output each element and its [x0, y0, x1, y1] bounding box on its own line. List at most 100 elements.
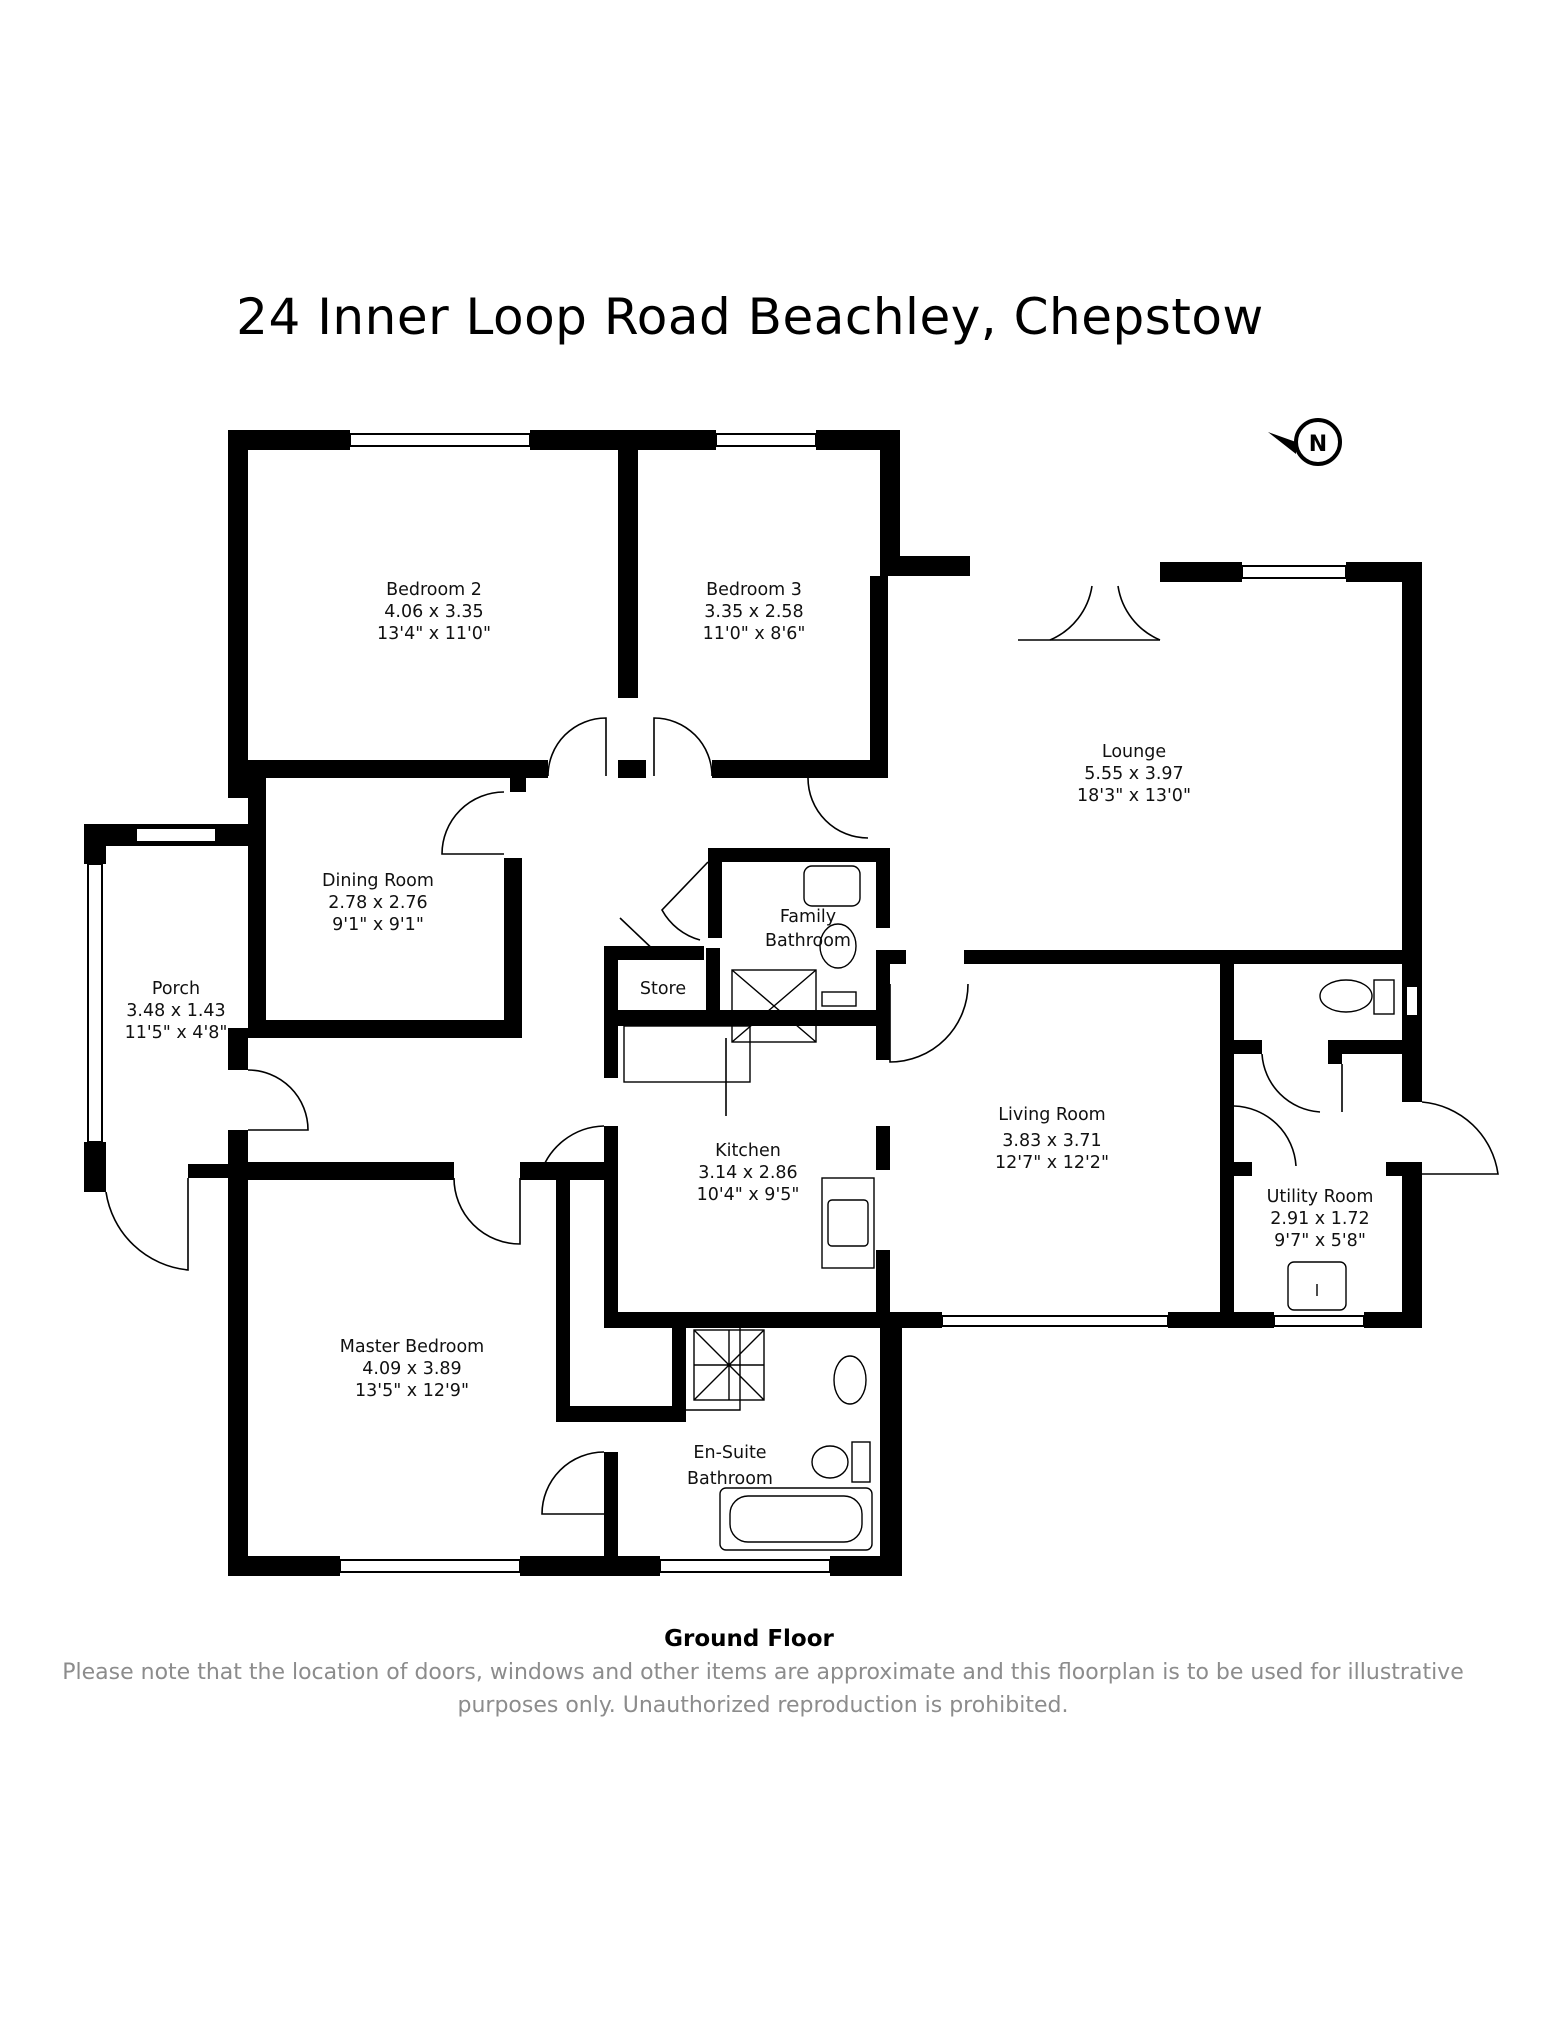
- disclaimer-text: Please note that the location of doors, …: [62, 1660, 1464, 1718]
- wall-segment: [520, 1556, 660, 1576]
- bedroom2-metric: 4.06 x 3.35: [384, 602, 483, 622]
- window: [1405, 985, 1419, 1017]
- porch-name: Porch: [152, 979, 200, 999]
- wall-segment: [1386, 1162, 1422, 1176]
- door-swing: [1421, 1101, 1499, 1175]
- dining-metric: 2.78 x 2.76: [328, 893, 427, 913]
- wall-segment: [228, 1028, 248, 1070]
- wall-segment: [816, 430, 900, 450]
- toilet-cistern: [1373, 979, 1395, 1015]
- toilet-icon: [1319, 979, 1373, 1013]
- wall-segment: [84, 1142, 106, 1192]
- walls: [84, 430, 1422, 1576]
- bath-icon: [719, 1487, 873, 1551]
- living-imperial: 12'7" x 12'2": [995, 1153, 1109, 1173]
- wall-segment: [228, 1556, 340, 1576]
- ensuite-cistern: [851, 1441, 871, 1483]
- wall-segment: [870, 576, 888, 776]
- ensuite-name-2: Bathroom: [687, 1469, 773, 1489]
- lounge-metric: 5.55 x 3.97: [1084, 764, 1183, 784]
- wall-segment: [248, 778, 266, 1038]
- shower-screen: [672, 1312, 741, 1411]
- wall-segment: [1402, 562, 1422, 1040]
- wall-segment: [520, 1162, 604, 1180]
- wall-segment: [228, 430, 350, 450]
- kitchen-imperial: 10'4" x 9'5": [697, 1185, 800, 1205]
- wall-segment: [876, 1312, 942, 1328]
- wall-segment: [1402, 1166, 1422, 1328]
- compass: N: [1268, 418, 1342, 466]
- ensuite-toilet-icon: [811, 1445, 849, 1479]
- window: [87, 863, 103, 1143]
- wall-segment: [188, 1164, 234, 1178]
- wall-segment: [1220, 1312, 1274, 1328]
- bedroom3-name: Bedroom 3: [706, 580, 802, 600]
- door-swing: [441, 791, 505, 855]
- wall-segment: [228, 430, 248, 798]
- door-swing: [653, 717, 713, 777]
- wall-segment: [604, 1312, 890, 1328]
- wall-segment: [604, 1452, 618, 1574]
- compass-pointer-icon: [1268, 432, 1296, 454]
- family-bathroom-name-1: Family: [780, 907, 836, 927]
- toilet-icon: [819, 923, 857, 969]
- wall-segment: [618, 450, 638, 698]
- wall-segment: [880, 556, 970, 576]
- wall-segment: [1220, 962, 1234, 1328]
- bedroom3-metric: 3.35 x 2.58: [704, 602, 803, 622]
- door-swing: [1261, 1053, 1321, 1113]
- wall-segment: [880, 430, 900, 565]
- door-swing: [889, 983, 969, 1063]
- porch-imperial: 11'5" x 4'8": [125, 1023, 228, 1043]
- wall-segment: [556, 1406, 686, 1422]
- wall-segment: [1328, 1040, 1422, 1054]
- bedroom2-imperial: 13'4" x 11'0": [377, 624, 491, 644]
- master-bedroom-imperial: 13'5" x 12'9": [355, 1381, 469, 1401]
- window: [1241, 565, 1347, 579]
- lounge-imperial: 18'3" x 13'0": [1077, 786, 1191, 806]
- bath-inner: [729, 1495, 863, 1543]
- wall-segment: [618, 760, 646, 778]
- wall-segment: [1168, 1312, 1234, 1328]
- window: [339, 1559, 521, 1573]
- shower-tray-icon: [731, 969, 817, 1043]
- room-labels: Bedroom 2 4.06 x 3.35 13'4" x 11'0" Bedr…: [125, 580, 1374, 1489]
- shower-lines: [693, 1329, 765, 1401]
- wall-segment: [1328, 1040, 1342, 1064]
- wardrobe-sliding-doors: [557, 1177, 567, 1389]
- wall-segment: [510, 778, 526, 792]
- family-bathroom-name-2: Bathroom: [765, 931, 851, 951]
- toilet-cistern: [821, 991, 857, 1007]
- window: [1273, 1315, 1365, 1327]
- wall-segment: [604, 1126, 618, 1326]
- wall-segment: [1232, 1162, 1252, 1176]
- dining-name: Dining Room: [322, 871, 434, 891]
- master-bedroom-metric: 4.09 x 3.89: [362, 1359, 461, 1379]
- doors: [105, 585, 1499, 1515]
- window: [659, 1559, 831, 1573]
- kitchen-name: Kitchen: [715, 1141, 781, 1161]
- wall-segment: [604, 946, 704, 960]
- fixtures: [623, 865, 1395, 1551]
- bedroom2-name: Bedroom 2: [386, 580, 482, 600]
- wall-segment: [248, 1020, 520, 1038]
- door-swing: [453, 1177, 521, 1245]
- wall-segment: [712, 760, 888, 778]
- wall-segment: [876, 950, 906, 964]
- utility-sink-icon: [1287, 1261, 1347, 1311]
- wall-segment: [604, 1010, 890, 1026]
- door-swing: [1233, 1105, 1297, 1167]
- lounge-name: Lounge: [1102, 742, 1166, 762]
- sink-icon: [827, 1199, 869, 1247]
- wall-segment: [876, 848, 890, 928]
- windows: [87, 433, 1419, 1573]
- utility-imperial: 9'7" x 5'8": [1274, 1231, 1366, 1251]
- ensuite-name-1: En-Suite: [693, 1443, 766, 1463]
- door-swing: [541, 1451, 605, 1515]
- living-name: Living Room: [998, 1105, 1105, 1125]
- wall-segment: [672, 1312, 686, 1422]
- basin-icon: [803, 865, 861, 907]
- wall-segment: [876, 1126, 890, 1170]
- wall-segment: [964, 950, 1422, 964]
